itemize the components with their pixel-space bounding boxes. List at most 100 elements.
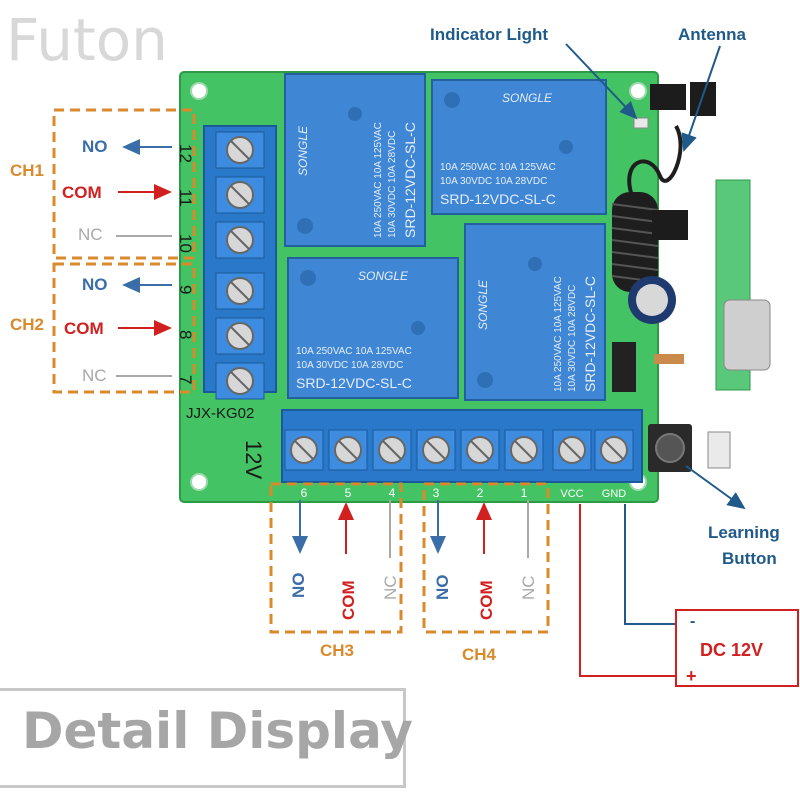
crystal bbox=[723, 299, 771, 371]
bottom-pin-number: 5 bbox=[345, 486, 352, 500]
screw-slot bbox=[294, 440, 314, 460]
ch1-com-label: COM bbox=[62, 183, 102, 202]
ch3-nc-label: NC bbox=[381, 575, 400, 600]
screw-slot bbox=[230, 326, 250, 346]
bottom-pin-number: 2 bbox=[477, 486, 484, 500]
ch3-no-label: NO bbox=[289, 573, 308, 599]
ch3-box bbox=[269, 482, 403, 634]
screw-slot bbox=[382, 440, 402, 460]
ch4-nc-label: NC bbox=[519, 575, 538, 600]
screw-slot bbox=[230, 230, 250, 250]
screw-slot bbox=[426, 440, 446, 460]
dc-minus: - bbox=[690, 613, 695, 630]
left-pin-number: 7 bbox=[176, 375, 195, 384]
antenna-label: Antenna bbox=[678, 25, 747, 44]
left-terminal-block bbox=[203, 125, 277, 400]
mount-hole bbox=[190, 82, 208, 100]
ch2-no-label: NO bbox=[82, 275, 108, 294]
relay-rating-2: 10A 30VDC 10A 28VDC bbox=[567, 285, 578, 392]
ic-chip bbox=[650, 84, 686, 110]
relay-brand: SONGLE bbox=[502, 91, 553, 105]
ch3-com-label: COM bbox=[339, 580, 358, 620]
footer-title: Detail Display bbox=[22, 702, 413, 760]
screw-slot bbox=[230, 371, 250, 391]
brand-watermark: Futon bbox=[6, 6, 168, 74]
relay: SONGLE 10A 250VAC 10A 125VAC 10A 30VDC 10A… bbox=[431, 79, 607, 215]
bottom-pin-numbers: 6 5 4 3 2 1 VCC GND bbox=[301, 486, 627, 500]
screw-slot bbox=[338, 440, 358, 460]
mount-hole bbox=[190, 473, 208, 491]
ch1-no-label: NO bbox=[82, 137, 108, 156]
bottom-pin-number: VCC bbox=[560, 488, 583, 500]
screw-slot bbox=[230, 140, 250, 160]
board-voltage: 12V bbox=[241, 440, 266, 479]
ch2-com-label: COM bbox=[64, 319, 104, 338]
left-pin-number: 10 bbox=[176, 234, 195, 253]
relay-rating-1: 10A 250VAC 10A 125VAC bbox=[440, 162, 556, 173]
relay-body bbox=[464, 223, 606, 401]
dc-plus: + bbox=[686, 666, 697, 686]
screw-slot bbox=[514, 440, 534, 460]
relay-rating-1: 10A 250VAC 10A 125VAC bbox=[373, 122, 384, 238]
relay-body bbox=[287, 257, 459, 399]
ch4-label: CH4 bbox=[462, 645, 497, 664]
led-indicator bbox=[633, 117, 649, 129]
relay-rating-2: 10A 30VDC 10A 28VDC bbox=[387, 131, 398, 238]
bottom-pin-number: 1 bbox=[521, 486, 528, 500]
relay-brand: SONGLE bbox=[358, 269, 409, 283]
left-pin-number: 12 bbox=[176, 144, 195, 163]
bottom-pin-number: 3 bbox=[433, 486, 440, 500]
resistor bbox=[654, 354, 684, 364]
smd-component bbox=[707, 431, 731, 469]
relay-body bbox=[284, 73, 426, 247]
left-pin-number: 11 bbox=[176, 189, 195, 207]
footer-frame bbox=[0, 688, 406, 788]
ch4-com-label: COM bbox=[477, 580, 496, 620]
ch1-box bbox=[52, 108, 196, 260]
gnd-wire bbox=[624, 504, 676, 625]
relay-brand: SONGLE bbox=[296, 125, 310, 176]
relay-rating-2: 10A 30VDC 10A 28VDC bbox=[440, 176, 547, 187]
learning-label-2: Button bbox=[722, 549, 777, 568]
bottom-pin-number: 4 bbox=[389, 486, 396, 500]
relay-rating-2: 10A 30VDC 10A 28VDC bbox=[296, 360, 403, 371]
relay: SONGLE 10A 250VAC 10A 125VAC 10A 30VDC 10A… bbox=[287, 257, 459, 399]
relay-mark bbox=[297, 218, 313, 234]
ch4-box bbox=[422, 482, 550, 634]
relay-model: SRD-12VDC-SL-C bbox=[582, 276, 598, 392]
relay-model: SRD-12VDC-SL-C bbox=[296, 375, 412, 391]
relay-rating-1: 10A 250VAC 10A 125VAC bbox=[296, 346, 412, 357]
learning-label-1: Learning bbox=[708, 523, 780, 542]
indicator-light-label: Indicator Light bbox=[430, 25, 548, 44]
relay-body bbox=[431, 79, 607, 215]
board-model: JJX-KG02 bbox=[186, 405, 254, 422]
vcc-wire bbox=[579, 504, 676, 677]
ic-chip bbox=[690, 82, 716, 116]
left-pin-number: 9 bbox=[176, 285, 195, 294]
bottom-pin-number: GND bbox=[602, 488, 627, 500]
relay-mark bbox=[300, 270, 316, 286]
ic-chip bbox=[652, 210, 688, 240]
screw-slot bbox=[230, 185, 250, 205]
ch2-box bbox=[52, 262, 196, 394]
dc-label: DC 12V bbox=[700, 640, 763, 660]
bottom-pin-number: 6 bbox=[301, 486, 308, 500]
dc-power-box bbox=[675, 609, 799, 687]
screw-slot bbox=[230, 281, 250, 301]
ch1-nc-label: NC bbox=[78, 225, 103, 244]
learning-button[interactable] bbox=[655, 433, 685, 463]
relay-model: SRD-12VDC-SL-C bbox=[440, 191, 556, 207]
relay-model: SRD-12VDC-SL-C bbox=[402, 122, 418, 238]
bottom-terminal-block bbox=[281, 409, 643, 483]
screw-slot bbox=[562, 440, 582, 460]
relay-mark bbox=[444, 92, 460, 108]
screw-slot bbox=[604, 440, 624, 460]
screw-slot bbox=[470, 440, 490, 460]
mount-hole bbox=[629, 82, 647, 100]
ch3-label: CH3 bbox=[320, 641, 354, 660]
